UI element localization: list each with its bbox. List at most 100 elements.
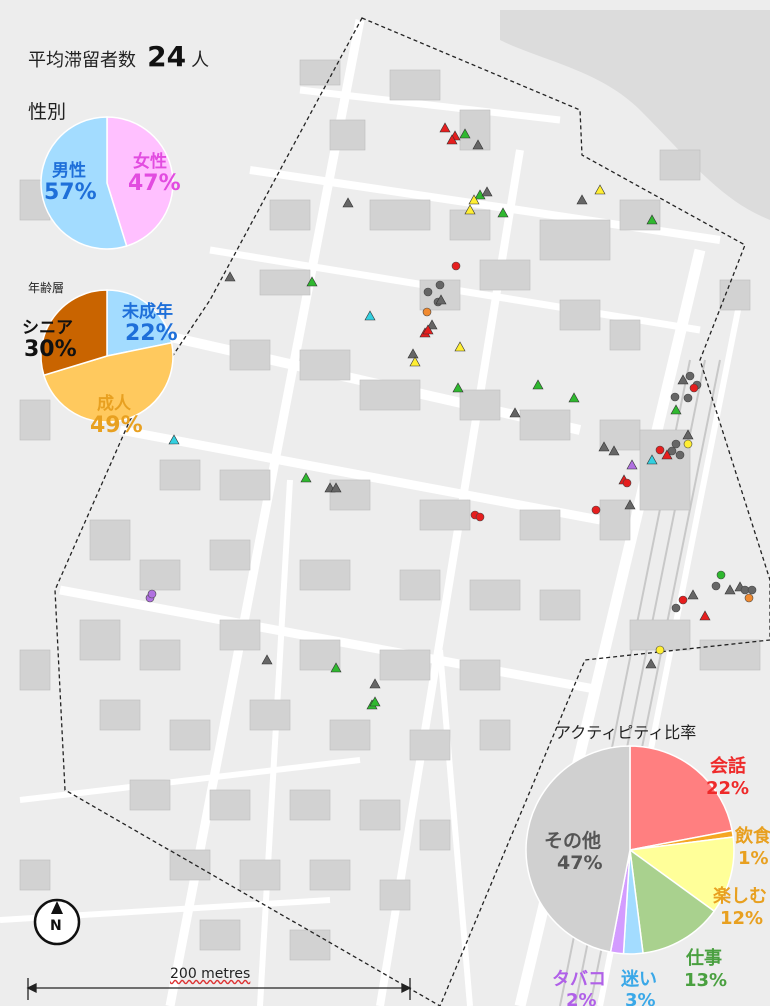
building [229, 339, 271, 371]
activity-lost-pct: 3% [625, 990, 656, 1006]
building [519, 509, 561, 541]
building [419, 499, 471, 531]
building [199, 919, 241, 951]
scale-label: 200 metres [170, 966, 251, 982]
building [299, 349, 351, 381]
observation-marker [646, 214, 658, 225]
gender-pie-slice-1 [40, 116, 128, 250]
building [129, 779, 171, 811]
observation-marker [452, 382, 464, 393]
activity-other-label: その他 [544, 830, 602, 852]
north-label: N [50, 918, 62, 934]
observation-marker [699, 610, 711, 621]
observation-marker [687, 589, 699, 600]
building [239, 859, 281, 891]
age-pie-slice-0 [106, 289, 173, 357]
north-arrow [33, 898, 81, 946]
observation-marker [711, 581, 721, 591]
building [19, 859, 51, 891]
observation-marker [446, 134, 458, 145]
building [609, 319, 641, 351]
building [559, 299, 601, 331]
building [539, 219, 611, 261]
observation-marker [454, 341, 466, 352]
building [419, 819, 451, 851]
observation-marker [497, 207, 509, 218]
building [699, 639, 761, 671]
building [159, 459, 201, 491]
building [169, 849, 211, 881]
observation-marker [716, 570, 726, 580]
building [539, 589, 581, 621]
pie-charts [40, 116, 735, 955]
observation-marker [426, 319, 438, 330]
building [289, 929, 331, 961]
building [19, 399, 51, 441]
building [369, 199, 431, 231]
observation-marker [472, 139, 484, 150]
average-count-unit: 人 [191, 50, 210, 71]
water-area [500, 10, 770, 220]
activity-other-pct: 47% [557, 852, 603, 874]
average-count-title: 平均滞留者数 24 人 [28, 40, 209, 73]
building [639, 429, 691, 511]
observation-marker [147, 589, 157, 599]
observation-marker [459, 128, 471, 139]
building [599, 499, 631, 541]
building [99, 699, 141, 731]
building [629, 619, 691, 651]
scale-bar [26, 978, 412, 1000]
observation-marker [683, 393, 693, 403]
activity-enjoy-label: 楽しむ [713, 886, 767, 907]
observation-marker [655, 445, 665, 455]
building [599, 419, 641, 451]
activity-pie-slice-3 [629, 848, 716, 955]
observation-marker [300, 472, 312, 483]
age-minor-pct: 22% [125, 321, 178, 346]
building [139, 639, 181, 671]
observation-marker [369, 678, 381, 689]
activity-enjoy-pct: 12% [720, 908, 764, 929]
study-area-boundary [54, 17, 770, 1006]
building [329, 719, 371, 751]
observation-marker [645, 658, 657, 669]
building [459, 659, 501, 691]
building [359, 799, 401, 831]
average-count-label: 平均滞留者数 [28, 50, 136, 71]
building [219, 619, 261, 651]
observation-marker [435, 280, 445, 290]
building [249, 699, 291, 731]
age-pie-slice-1 [42, 341, 174, 423]
activity-pie-slice-0 [629, 745, 734, 851]
observation-marker [683, 439, 693, 449]
building [289, 789, 331, 821]
observation-marker [608, 445, 620, 456]
age-adult-label: 成人 [97, 394, 131, 414]
observation-marker [422, 307, 432, 317]
observation-marker [468, 194, 480, 205]
observation-marker [464, 204, 476, 215]
activity-work-label: 仕事 [686, 948, 722, 969]
age-pie-slice-2 [40, 289, 108, 377]
building [379, 649, 431, 681]
activity-eat-label: 飲食 [735, 826, 770, 847]
observation-marker [364, 310, 376, 321]
building [659, 149, 701, 181]
building [389, 69, 441, 101]
observation-marker [422, 324, 434, 335]
building [619, 199, 661, 231]
observation-marker [568, 392, 580, 403]
observation-marker [409, 356, 421, 367]
building [269, 199, 311, 231]
observation-marker [224, 271, 236, 282]
building [459, 389, 501, 421]
observation-marker [670, 392, 680, 402]
observation-marker [678, 595, 688, 605]
observation-marker [576, 194, 588, 205]
observation-marker [475, 512, 485, 522]
activity-eat-pct: 1% [738, 848, 769, 869]
observation-marker [407, 348, 419, 359]
building [219, 469, 271, 501]
observation-marker [306, 276, 318, 287]
